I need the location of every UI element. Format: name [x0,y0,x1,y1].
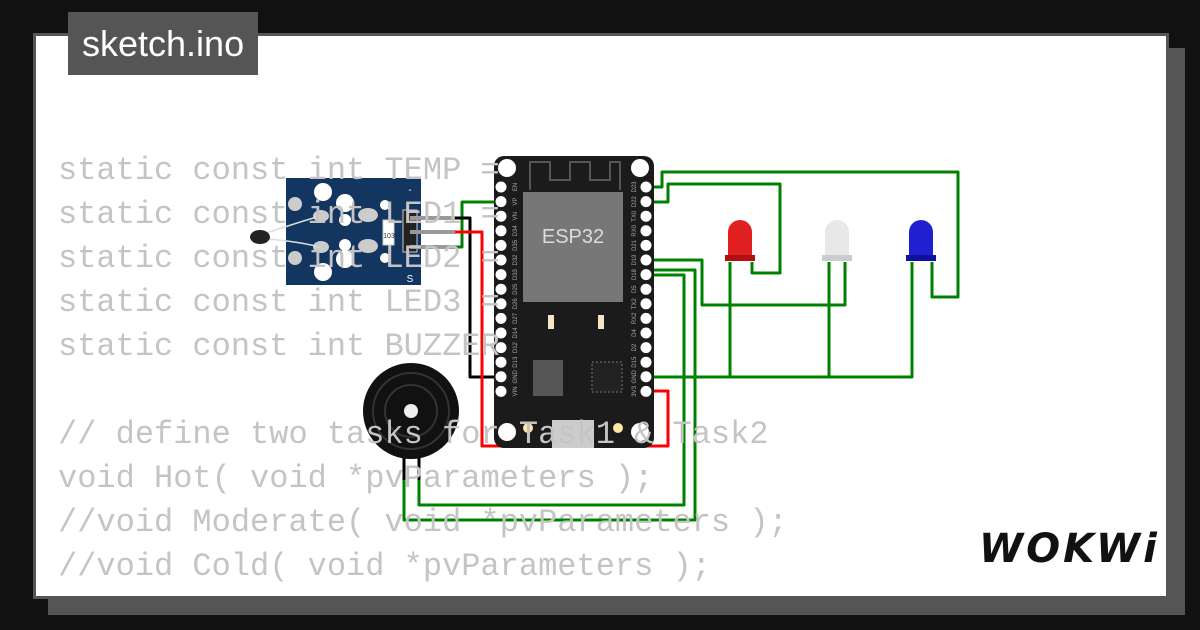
pin-label: GND [513,369,519,383]
pin-label: D35 [513,239,519,251]
pin-signal-label: S [407,274,414,285]
code-line: static const int BUZZER [58,328,500,365]
esp32-board[interactable]: ESP32 ENVPVND34D35D32D33D25D26D27D14D12D… [494,156,654,448]
pin-label: VP [513,198,519,206]
pin-label: D4 [632,329,638,337]
pin-label: VIN [513,386,519,396]
pin-label: GND [632,369,638,383]
pin-tx0[interactable] [640,210,652,222]
pin-d12[interactable] [495,342,507,354]
pin-label: EN [513,183,519,191]
pin-d33[interactable] [495,269,507,281]
pin-label: D19 [632,254,638,266]
pin-vp[interactable] [495,196,507,208]
pin-d21[interactable] [640,239,652,251]
pin-label: RX0 [632,224,638,236]
pin-label: D32 [513,254,519,266]
pin-d2[interactable] [640,342,652,354]
pin-label: D22 [632,195,638,207]
code-line: static const int LED1 = [58,196,500,233]
pin-vin[interactable] [495,385,507,397]
pin-label: D27 [513,312,519,324]
pin-d14[interactable] [495,327,507,339]
pin-label: TX2 [632,298,638,310]
pin-d27[interactable] [495,312,507,324]
code-line: //void Cold( void *pvParameters ); [58,548,711,585]
pin-label: VN [513,212,519,220]
pin-label: RX2 [632,312,638,324]
pin-label: D15 [632,356,638,368]
buzzer[interactable] [363,363,459,480]
pin-vn[interactable] [495,210,507,222]
sketch-title: sketch.ino [68,12,259,75]
pin-label: 3V3 [632,385,638,396]
code-line: void Hot( void *pvParameters ); [58,460,654,497]
pin-label: D21 [632,239,638,251]
pin-gnd[interactable] [640,371,652,383]
pin-label: D33 [513,268,519,280]
pin-d25[interactable] [495,283,507,295]
pin-label: D14 [513,327,519,339]
pin-gnd[interactable] [495,371,507,383]
pin-label: D5 [632,285,638,293]
wires [402,170,960,522]
code-line: static const int TEMP = [58,152,500,189]
pin-label: D12 [513,341,519,353]
pin-d34[interactable] [495,225,507,237]
pin-label: D2 [632,343,638,351]
pin-label: TX0 [632,210,638,222]
led-blue[interactable] [906,220,936,261]
pin-3v3[interactable] [640,385,652,397]
code-line: static const int LED3 = [58,284,500,321]
code-line: // define two tasks for Task1 & Task2 [58,416,769,453]
wokwi-logo: WOKWi [979,526,1160,572]
pin-d4[interactable] [640,327,652,339]
led-red[interactable] [725,220,755,261]
pin-d15[interactable] [640,356,652,368]
pin-rx0[interactable] [640,225,652,237]
pin-en[interactable] [495,181,507,193]
resistor-label: 103 [383,233,395,240]
pin-rx2[interactable] [640,312,652,324]
pin-label: D18 [632,268,638,280]
pin-d5[interactable] [640,283,652,295]
pin-minus-label: - [408,185,411,196]
pin-d23[interactable] [640,181,652,193]
pin-label: D25 [513,283,519,295]
pin-d19[interactable] [640,254,652,266]
pin-label: D13 [513,356,519,368]
code-line: static const int LED2 = [58,240,500,277]
pin-tx2[interactable] [640,298,652,310]
pin-d26[interactable] [495,298,507,310]
pin-d18[interactable] [640,269,652,281]
pin-d22[interactable] [640,196,652,208]
led-white[interactable] [822,220,852,261]
code-line: //void Moderate( void *pvParameters ); [58,504,788,541]
pin-d13[interactable] [495,356,507,368]
chip-label: ESP32 [542,226,604,248]
pin-d32[interactable] [495,254,507,266]
pin-label: D26 [513,298,519,310]
temperature-sensor[interactable]: 103 - S [250,178,455,285]
pin-label: D23 [632,181,638,193]
pin-label: D34 [513,225,519,237]
pin-d35[interactable] [495,239,507,251]
